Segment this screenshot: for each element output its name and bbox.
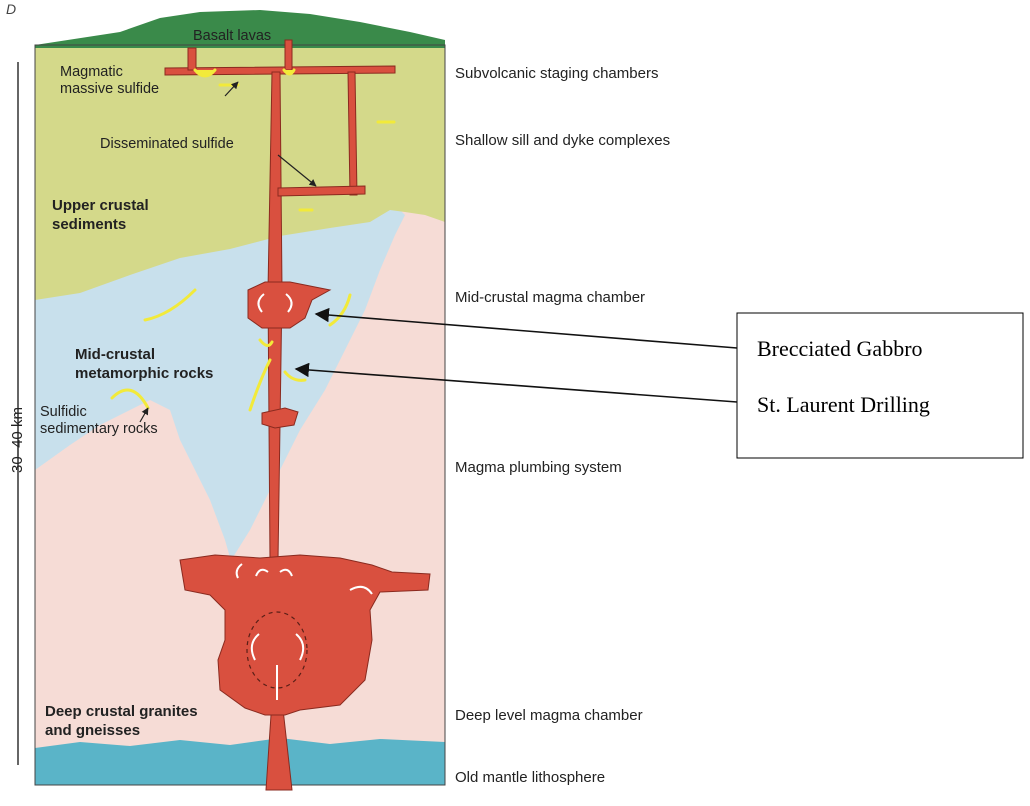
mid-crust-label-1: Mid-crustal <box>75 346 155 363</box>
sulfidic-label-1: Sulfidic <box>40 404 87 420</box>
callout-box <box>737 313 1023 458</box>
magmatic-label-2: massive sulfide <box>60 81 159 97</box>
mid-crust-label-2: metamorphic rocks <box>75 365 213 382</box>
upper-crust-label-2: sediments <box>52 216 126 233</box>
vent-right <box>285 40 292 70</box>
deep-crust-label-1: Deep crustal granites <box>45 703 198 720</box>
massive-sulfide-blob <box>284 70 294 74</box>
sulfidic-label-2: sedimentary rocks <box>40 421 158 437</box>
mantle-layer <box>35 738 445 785</box>
basalt-label: Basalt lavas <box>193 28 271 44</box>
disseminated-label: Disseminated sulfide <box>100 136 234 152</box>
vent-left <box>188 48 196 70</box>
right-label: Old mantle lithosphere <box>455 769 605 786</box>
dyke-right <box>348 72 357 195</box>
magmatic-label-1: Magmatic <box>60 64 123 80</box>
right-label: Deep level magma chamber <box>455 707 643 724</box>
right-label: Magma plumbing system <box>455 459 622 476</box>
callout-line-1: Brecciated Gabbro <box>757 336 923 361</box>
deep-crust-label-2: and gneisses <box>45 722 140 739</box>
upper-crust-label-1: Upper crustal <box>52 197 149 214</box>
callout-line-2: St. Laurent Drilling <box>757 392 930 417</box>
right-label: Shallow sill and dyke complexes <box>455 132 670 149</box>
right-label: Subvolcanic staging chambers <box>455 65 658 82</box>
right-label: Mid-crustal magma chamber <box>455 289 645 306</box>
scale-label: 30–40 km <box>9 407 26 473</box>
right-labels: Subvolcanic staging chambers Shallow sil… <box>455 65 670 786</box>
shallow-sill <box>278 186 365 196</box>
corner-mark: D <box>6 1 16 17</box>
